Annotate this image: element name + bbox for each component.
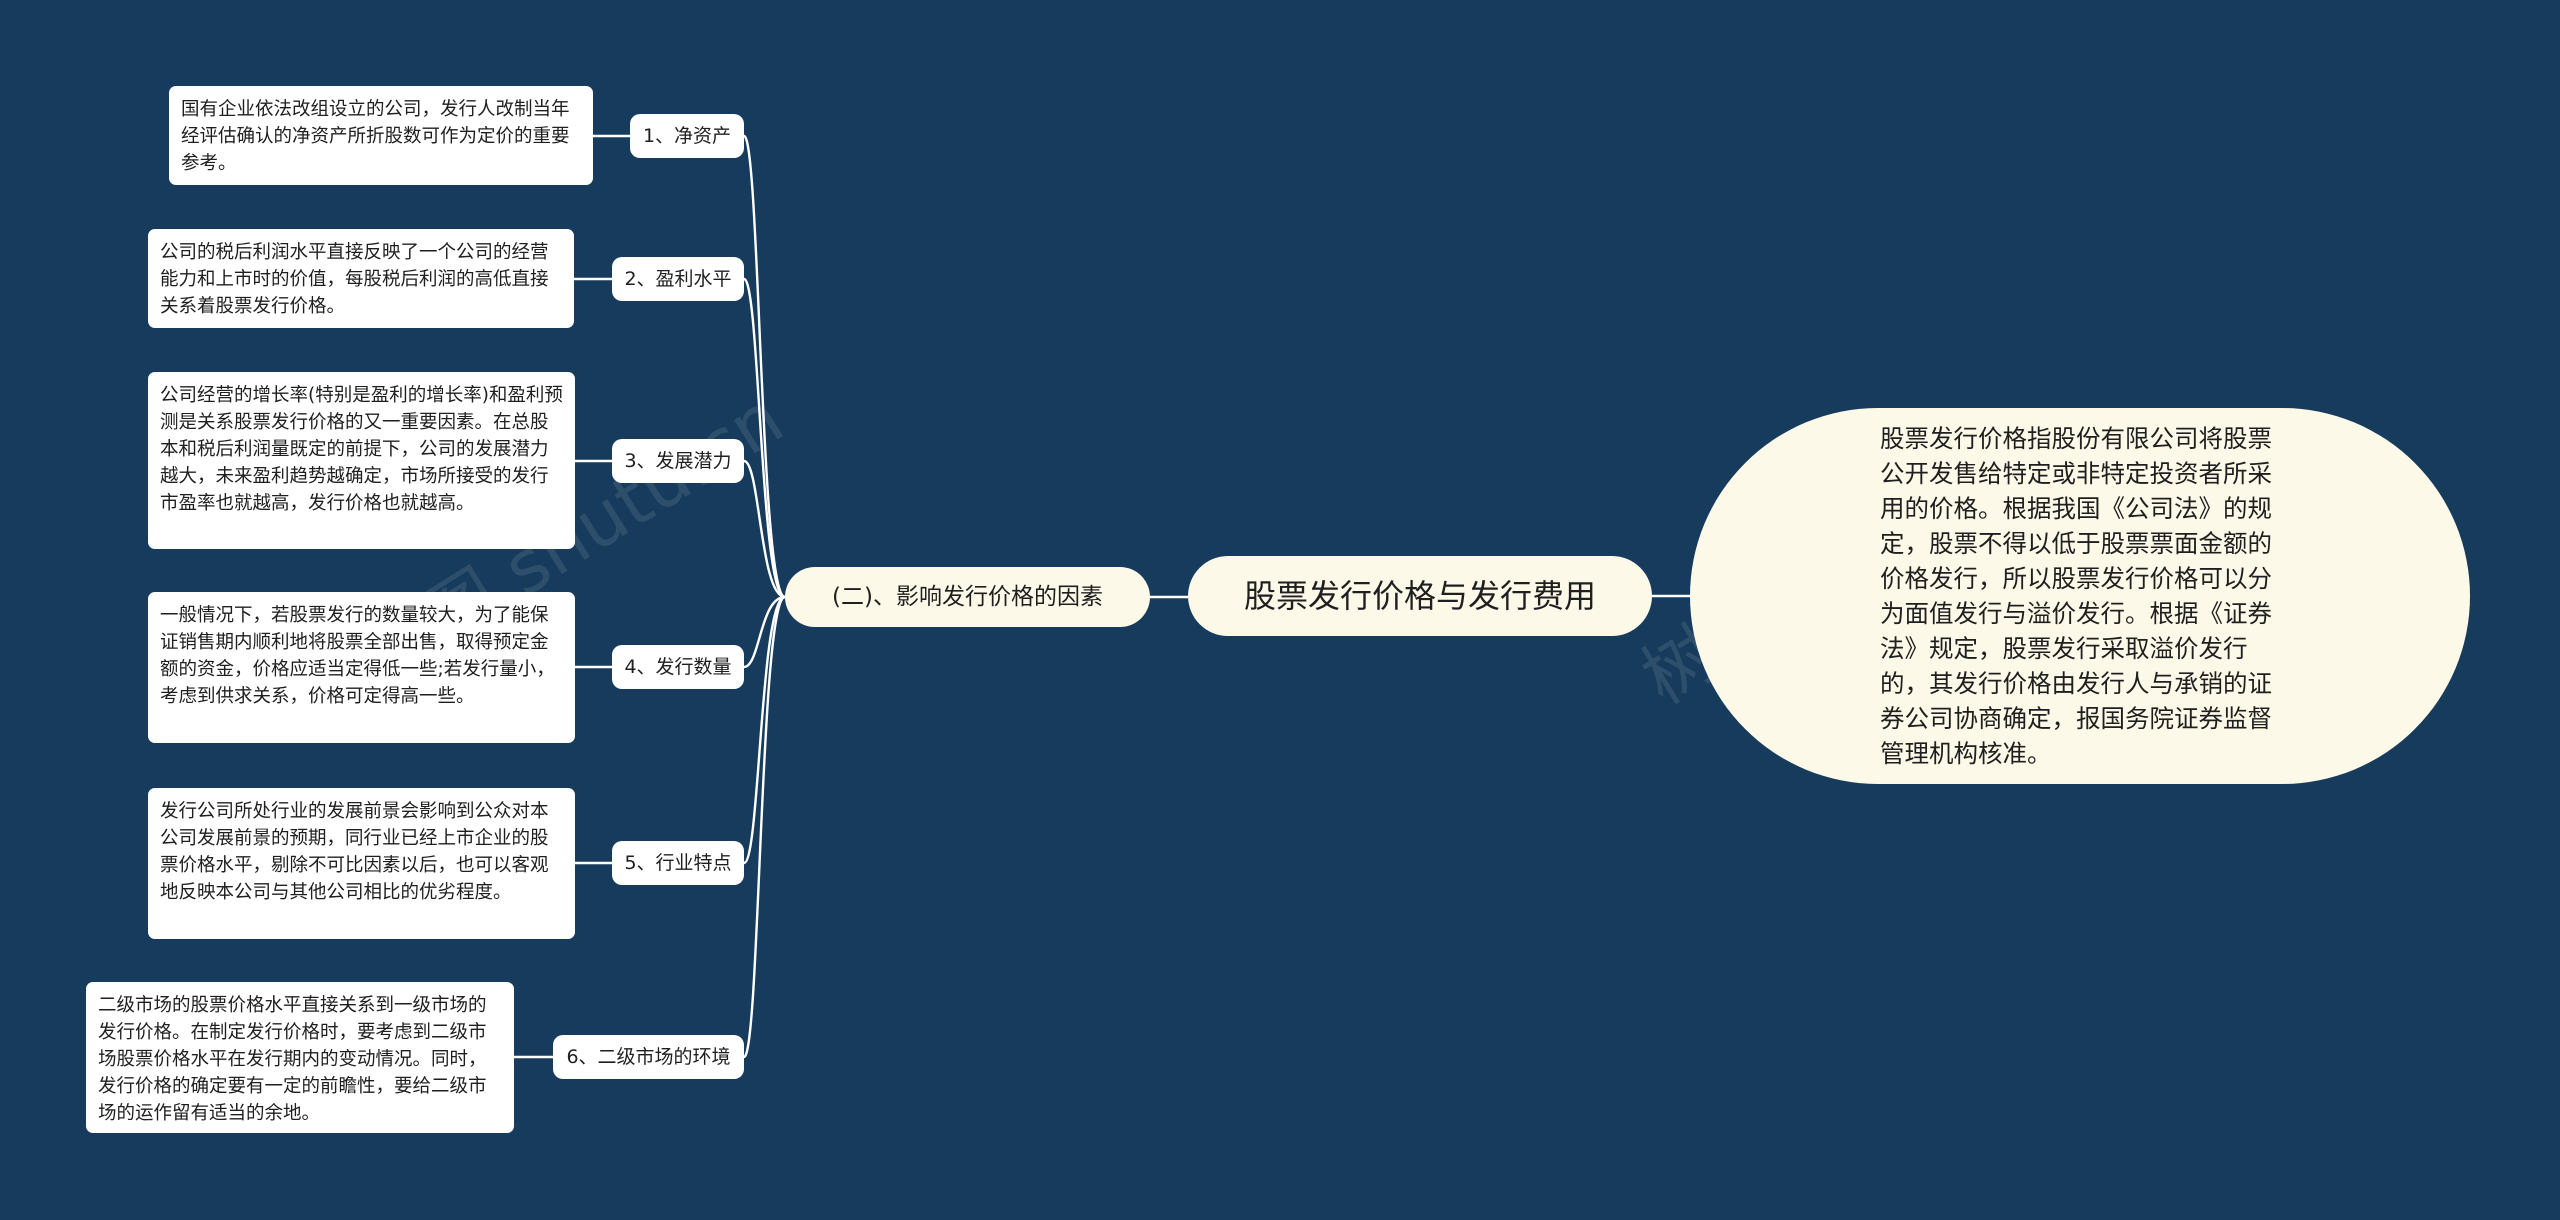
root-topic[interactable]: 股票发行价格与发行费用 — [1188, 556, 1652, 636]
section-factor-link-2 — [742, 277, 786, 599]
section-factor-link-3 — [743, 459, 786, 599]
factor-item-secondary-market[interactable]: 6、二级市场的环境 — [553, 1035, 744, 1079]
section-factor-link-5 — [742, 595, 786, 865]
section-factor-link-4 — [743, 595, 786, 669]
factor-item-net-assets[interactable]: 1、净资产 — [630, 114, 744, 158]
factor-detail-issue-volume[interactable]: 一般情况下，若股票发行的数量较大，为了能保证销售期内顺利地将股票全部出售，取得预… — [148, 592, 575, 743]
factor-item-profit-level[interactable]: 2、盈利水平 — [612, 257, 744, 301]
factor-detail-secondary-market[interactable]: 二级市场的股票价格水平直接关系到一级市场的发行价格。在制定发行价格时，要考虑到二… — [86, 982, 514, 1133]
factor-detail-industry[interactable]: 发行公司所处行业的发展前景会影响到公众对本公司发展前景的预期，同行业已经上市企业… — [148, 788, 575, 939]
factor-detail-net-assets[interactable]: 国有企业依法改组设立的公司，发行人改制当年经评估确认的净资产所折股数可作为定价的… — [169, 86, 593, 185]
factor-item-industry[interactable]: 5、行业特点 — [612, 841, 744, 885]
factor-detail-growth-potential[interactable]: 公司经营的增长率(特别是盈利的增长率)和盈利预测是关系股票发行价格的又一重要因素… — [148, 372, 575, 549]
description-text: 股票发行价格指股份有限公司将股票公开发售给特定或非特定投资者所采用的价格。根据我… — [1880, 424, 2272, 768]
factor-detail-profit-level[interactable]: 公司的税后利润水平直接反映了一个公司的经营能力和上市时的价值，每股税后利润的高低… — [148, 229, 574, 328]
section-factor-link-6 — [742, 595, 787, 1059]
description-bubble[interactable]: 股票发行价格指股份有限公司将股票公开发售给特定或非特定投资者所采用的价格。根据我… — [1690, 408, 2470, 784]
factor-item-issue-volume[interactable]: 4、发行数量 — [612, 645, 744, 689]
section-topic[interactable]: (二)、影响发行价格的因素 — [785, 567, 1150, 627]
factor-item-growth-potential[interactable]: 3、发展潜力 — [612, 439, 744, 483]
section-factor-link-1 — [742, 134, 787, 599]
